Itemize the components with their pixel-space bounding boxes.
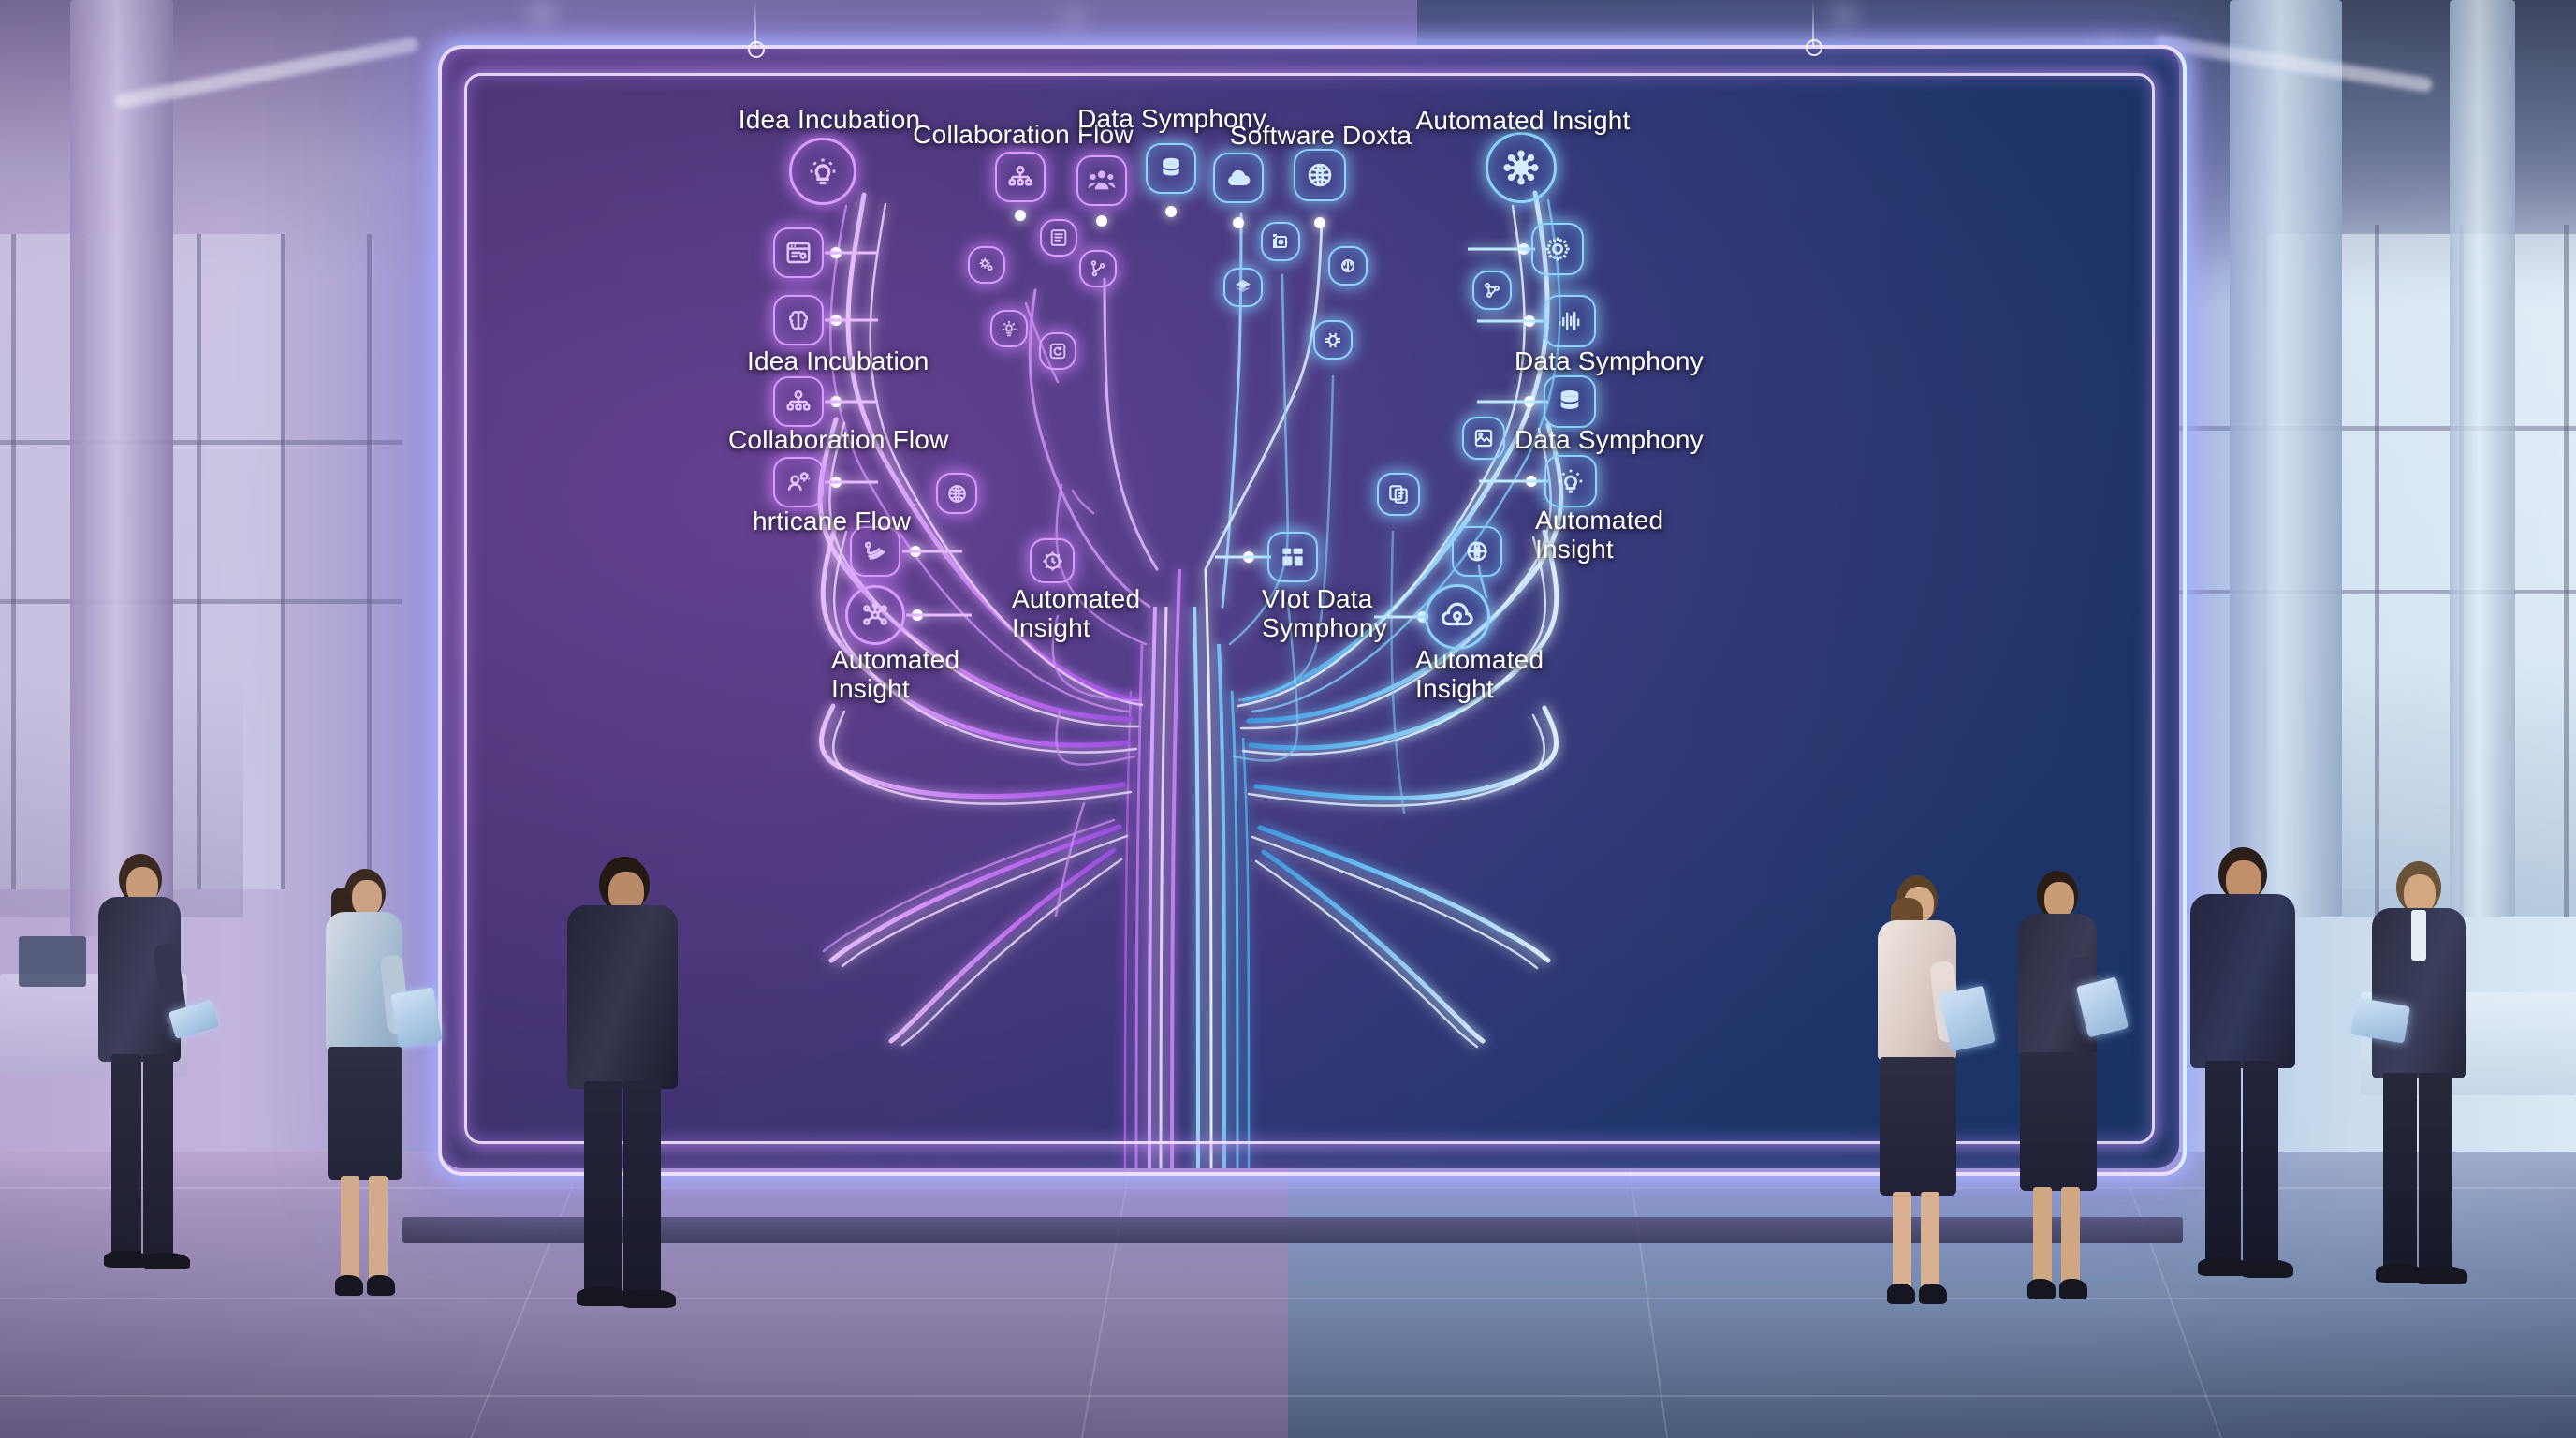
monitor-left [19, 936, 86, 987]
floor-seam [0, 1187, 2576, 1189]
floor-seam [0, 1298, 2576, 1299]
suspension-hook [1806, 39, 1822, 56]
data-flow-icon[interactable] [850, 526, 900, 577]
window-mullion [367, 234, 372, 889]
structural-pillar-right-2 [2450, 0, 2515, 917]
window-rail [0, 599, 402, 604]
dashboard-icon[interactable] [1267, 532, 1318, 582]
browser-window-icon[interactable] [773, 227, 824, 278]
person-man-right-1 [2181, 847, 2318, 1329]
cloud-icon[interactable] [1213, 153, 1264, 203]
label-right-automated-insight: Automated Insight [1535, 506, 1664, 565]
label-right-data-symphony-1: Data Symphony [1515, 346, 1704, 375]
clock-gear-icon[interactable] [1030, 538, 1075, 583]
network-nodes-icon[interactable] [845, 585, 905, 645]
person-man-right-2 [2349, 861, 2490, 1329]
ai-brain-network-icon[interactable] [1486, 132, 1557, 203]
label-bottom-right-automated-insight: Automated Insight [1415, 645, 1544, 704]
layers-icon[interactable] [1223, 268, 1263, 307]
team-settings-icon[interactable] [773, 457, 824, 507]
person-woman-right-2 [2003, 871, 2130, 1331]
label-top-automated-insight: Automated Insight [1415, 106, 1631, 135]
window-rail [0, 440, 402, 445]
label-top-idea-incubation: Idea Incubation [738, 105, 921, 134]
idea-burst-icon[interactable] [990, 310, 1028, 347]
window-mullion [2375, 225, 2379, 917]
person-woman-right-1 [1863, 875, 1996, 1334]
globe-grid-icon[interactable] [1294, 149, 1346, 201]
window-mullion [281, 234, 285, 889]
label-right-data-symphony-2: Data Symphony [1515, 425, 1704, 454]
structural-pillar-right [2230, 0, 2342, 917]
suspension-cable [1812, 0, 1814, 47]
share-nodes-icon[interactable] [1472, 271, 1512, 310]
person-man-center [562, 857, 702, 1353]
globe-icon[interactable] [936, 473, 977, 514]
database-icon[interactable] [1544, 375, 1596, 428]
window-rail [2174, 590, 2576, 594]
label-viot-data-symphony: VIot Data Symphony [1262, 584, 1387, 643]
suspension-hook [748, 41, 765, 58]
gear-icon[interactable] [1531, 223, 1584, 275]
label-left-collaboration-flow: Collaboration Flow [728, 425, 949, 454]
label-top-software-doxta: Software Doxta [1229, 121, 1412, 150]
copy-files-icon[interactable] [1377, 473, 1420, 516]
ceiling-spotlight [532, 7, 552, 21]
label-top-collaboration-flow: Collaboration Flow [913, 120, 1134, 149]
label-left-hrticane-flow: hrticane Flow [753, 506, 912, 536]
label-top-data-symphony: Data Symphony [1077, 104, 1266, 133]
document-list-icon[interactable] [1040, 219, 1077, 257]
crop-frame-icon[interactable] [1261, 222, 1300, 261]
label-left-idea-incubation: Idea Incubation [747, 346, 929, 375]
gear-cluster-icon[interactable] [968, 246, 1005, 284]
waveform-icon[interactable] [1544, 295, 1596, 347]
suspension-cable [754, 0, 756, 49]
people-group-icon[interactable] [1076, 155, 1127, 206]
display-plinth [402, 1217, 2183, 1243]
floor-seam [0, 1395, 2576, 1397]
image-file-icon[interactable] [1462, 417, 1505, 460]
window-mullion [11, 234, 16, 889]
label-center-automated-insight: Automated Insight [1012, 584, 1141, 643]
ceiling-spotlight [1065, 13, 1080, 24]
globe-plus-icon[interactable] [1452, 526, 1502, 577]
person-man-left [89, 854, 220, 1303]
window-mullion [197, 234, 201, 889]
ceiling-spotlight [1835, 9, 1853, 22]
refresh-shield-icon[interactable] [1039, 332, 1076, 370]
flow-lines-layer [817, 190, 1564, 1168]
chip-brain-icon[interactable] [1328, 246, 1368, 286]
database-icon[interactable] [1146, 143, 1196, 194]
bug-circuit-icon[interactable] [1313, 320, 1353, 360]
cloud-idea-icon[interactable] [1425, 584, 1490, 650]
person-woman-left [309, 869, 443, 1328]
idea-bulb-icon[interactable] [1544, 455, 1597, 507]
lightbulb-icon[interactable] [789, 138, 856, 205]
org-chart-icon[interactable] [773, 376, 824, 427]
structural-pillar-left [70, 0, 173, 936]
branch-node-icon[interactable] [1079, 250, 1117, 287]
label-left-automated-insight: Automated Insight [831, 645, 960, 704]
window-rail [2174, 426, 2576, 431]
org-chart-icon[interactable] [995, 152, 1046, 202]
window-mullion [2564, 225, 2569, 917]
brain-icon[interactable] [773, 295, 824, 345]
